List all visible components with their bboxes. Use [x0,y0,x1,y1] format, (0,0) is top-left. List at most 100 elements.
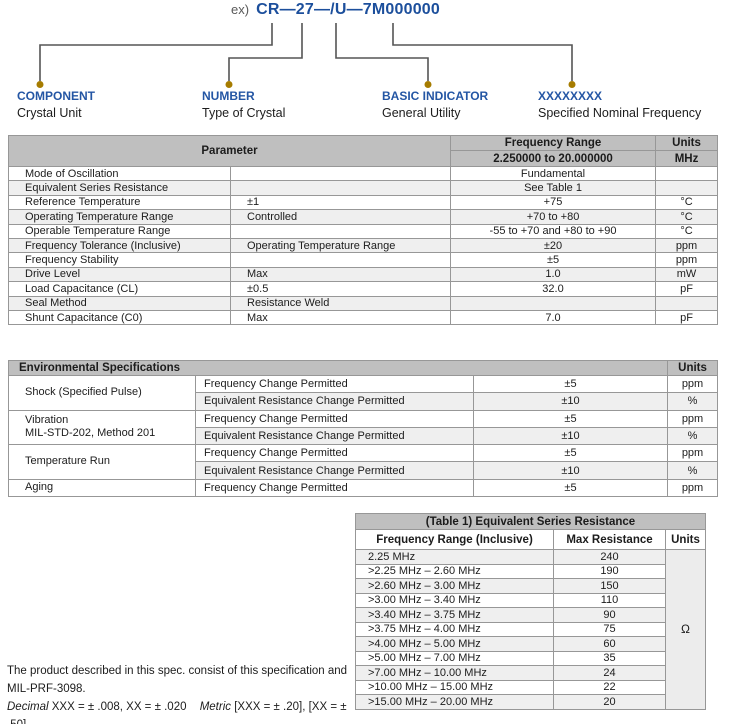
range-cell: >2.60 MHz – 3.00 MHz [355,578,554,594]
environmental-table: Environmental Specifications Units Shock… [7,360,719,498]
value-cell: ±5 [472,409,669,428]
table-row: Equivalent Resistance Change Permitted ±… [9,461,719,480]
connector-lines [36,23,576,88]
value-cell: ±5 [472,478,669,498]
value-cell: ±5 [450,252,657,268]
category-cell: Aging [8,478,196,498]
label-component-title: COMPONENT [17,89,95,103]
units-cell: ppm [655,237,719,254]
connector-number [228,23,303,81]
units-cell: % [667,461,719,480]
range-cell: >15.00 MHz – 20.00 MHz [355,694,554,710]
param-cell: Seal Method [8,295,231,311]
value-cell: +75 [450,194,657,211]
max-cell: 22 [553,679,666,695]
condition-cell [229,223,452,239]
part-number-example: ex) CR—27—/U—7M000000 [231,1,440,19]
condition-cell [229,180,452,196]
component-dot-icon [36,81,44,88]
param-cell: Drive Level [8,266,231,283]
label-frequency-title: XXXXXXXX [538,89,603,103]
table-row: Operable Temperature Range-55 to +70 and… [8,223,719,239]
parameter-table: Parameter Frequency Range Units 2.250000… [7,135,719,326]
frequency-dot-icon [568,81,576,88]
example-prefix: ex) [231,2,250,17]
label-frequency-subtitle: Specified Nominal Frequency [538,106,702,120]
value-cell: Fundamental [450,165,657,182]
max-cell: 35 [553,650,666,666]
test-cell: Equivalent Resistance Change Permitted [195,392,474,411]
units-cell [655,180,719,196]
label-component-subtitle: Crystal Unit [17,106,82,120]
category-text: Aging [25,481,54,494]
esr-column-header-row: Frequency Range (Inclusive) Max Resistan… [355,529,707,550]
table-row: Frequency Tolerance (Inclusive)Operating… [8,237,719,254]
param-cell: Shunt Capacitance (C0) [8,309,231,326]
category-subtext: MIL-STD-202, Method 201 [25,427,156,440]
table-row: Temperature Run Frequency Change Permitt… [8,444,719,480]
test-cell: Equivalent Resistance Change Permitted [195,461,474,480]
esr-table: (Table 1) Equivalent Series Resistance F… [354,513,707,710]
connector-frequency [392,23,573,81]
table-row: Reference Temperature±1+75°C [8,194,719,211]
param-cell: Operable Temperature Range [8,223,231,239]
condition-cell: ±0.5 [229,281,452,297]
param-cell: Mode of Oscillation [8,165,231,182]
esr-title: (Table 1) Equivalent Series Resistance [354,513,707,530]
max-cell: 75 [553,621,666,637]
condition-cell: Operating Temperature Range [229,237,452,254]
units-cell [655,165,719,182]
param-cell: Load Capacitance (CL) [8,281,231,297]
environmental-header-row: Environmental Specifications Units [7,360,719,376]
test-cell: Frequency Change Permitted [195,409,474,428]
units-cell: ppm [655,252,719,268]
parameter-table-header-row: Parameter Frequency Range Units [7,135,719,167]
label-basic-indicator: BASIC INDICATOR General Utility [382,89,488,120]
esr-col-max: Max Resistance [553,529,666,550]
header-units-value: MHz [655,150,719,167]
label-basic-indicator-subtitle: General Utility [382,106,461,120]
value-cell: See Table 1 [450,180,657,196]
basic-indicator-dot-icon [424,81,432,88]
range-cell: 2.25 MHz [355,549,554,565]
units-cell: pF [655,281,719,297]
range-cell: >3.75 MHz – 4.00 MHz [355,621,554,637]
value-cell: ±10 [472,426,669,446]
units-cell: ppm [667,409,719,428]
label-basic-indicator-title: BASIC INDICATOR [382,89,489,103]
condition-cell: Resistance Weld [229,295,452,311]
range-cell: >5.00 MHz – 7.00 MHz [355,650,554,666]
range-cell: >2.25 MHz – 2.60 MHz [355,563,554,579]
table-row: Shock (Specified Pulse) Frequency Change… [8,374,719,411]
decimal-values: XXX = ± .008, XX = ± .020 [51,701,187,713]
esr-col-range: Frequency Range (Inclusive) [355,529,554,550]
max-cell: 60 [553,636,666,652]
value-cell: ±10 [472,392,669,411]
units-cell: pF [655,309,719,326]
part-number: CR—27—/U—7M000000 [256,1,440,18]
spec-note-line1: The product described in this spec. cons… [7,665,348,677]
units-cell: °C [655,209,719,225]
label-component: COMPONENT Crystal Unit [17,89,95,120]
number-dot-icon [225,81,233,88]
label-frequency: XXXXXXXX Specified Nominal Frequency [538,89,701,120]
connector-basic-indicator [335,23,429,81]
max-cell: 90 [553,607,666,623]
max-cell: 190 [553,563,666,579]
value-cell [450,295,657,311]
label-number-title: NUMBER [202,89,255,103]
esr-title-row: (Table 1) Equivalent Series Resistance [354,513,707,530]
units-cell: ppm [667,478,719,498]
value-cell: ±5 [472,374,669,394]
